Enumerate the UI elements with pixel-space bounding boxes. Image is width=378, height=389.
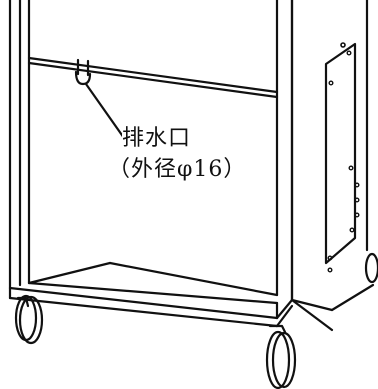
caster-rear-right xyxy=(364,252,378,284)
caster-front-left xyxy=(14,294,44,345)
drain-outlet xyxy=(74,58,92,86)
side-access-plate xyxy=(324,42,360,273)
drain-outlet-diameter-label: （外径φ16） xyxy=(108,157,247,182)
right-side-panel xyxy=(275,0,375,332)
left-side-panel xyxy=(8,0,31,290)
bottom-frame xyxy=(8,261,294,328)
drain-outlet-label: 排水口 xyxy=(122,126,192,151)
caster-front-right xyxy=(265,324,297,389)
shelf-panel xyxy=(27,56,279,99)
callout-leader-line xyxy=(84,82,126,140)
